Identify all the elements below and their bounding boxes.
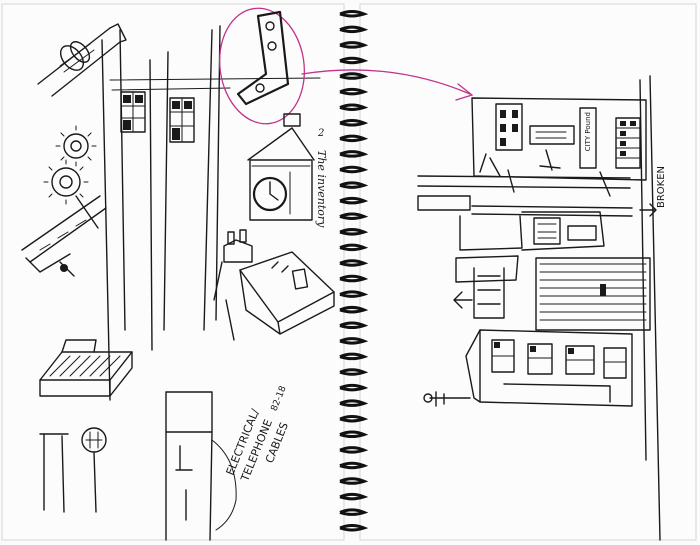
clock-tower-sketch bbox=[247, 113, 315, 221]
spiral-ring bbox=[339, 383, 369, 392]
spiral-ring bbox=[339, 134, 369, 143]
magnified-bracket-sketch bbox=[218, 7, 306, 125]
spiral-ring bbox=[339, 430, 369, 439]
spiral-ring bbox=[339, 461, 369, 470]
broken-label: BROKEN bbox=[656, 166, 667, 208]
spiral-ring bbox=[339, 119, 369, 127]
spiral-ring bbox=[339, 243, 369, 252]
spiral-ring bbox=[339, 492, 369, 501]
city-pound-sign: CITY Pound bbox=[584, 112, 592, 151]
spiral-ring bbox=[339, 72, 369, 80]
spiral-ring bbox=[339, 25, 369, 34]
diagonal-pipe-sketch bbox=[21, 195, 107, 277]
junction-box-sketch bbox=[165, 391, 237, 541]
spiral-ring bbox=[339, 305, 369, 314]
spiral-ring bbox=[339, 399, 369, 407]
wall-strokes-sketch bbox=[101, 25, 321, 401]
spiral-ring bbox=[339, 10, 369, 18]
vent-box-sketch bbox=[39, 339, 133, 397]
spiral-ring bbox=[339, 414, 369, 423]
spiral-ring bbox=[339, 274, 369, 283]
spiral-ring bbox=[339, 477, 369, 485]
spiral-ring bbox=[339, 524, 369, 532]
spiral-binding bbox=[339, 10, 369, 532]
spiral-ring bbox=[339, 165, 369, 174]
building-street-sketch: CITY Pound bbox=[417, 75, 661, 541]
spiral-ring bbox=[339, 321, 369, 330]
spiral-ring bbox=[339, 352, 369, 361]
spiral-ring bbox=[339, 103, 369, 111]
spiral-ring bbox=[339, 150, 369, 158]
spiral-ring bbox=[339, 290, 369, 298]
spiral-ring bbox=[339, 446, 369, 454]
gear-sketch-lower bbox=[43, 159, 99, 229]
spiral-ring bbox=[339, 196, 369, 205]
pink-pointer-arrow bbox=[301, 69, 474, 101]
annotation-number: 2 bbox=[317, 128, 324, 139]
spiral-ring bbox=[339, 56, 369, 65]
wall-window-left bbox=[120, 91, 146, 133]
spiral-ring bbox=[339, 337, 369, 345]
roof-chimney-sketch bbox=[213, 229, 335, 341]
pipe-fitting-sketch bbox=[37, 23, 127, 97]
spiral-ring bbox=[339, 41, 369, 49]
spiral-ring bbox=[339, 212, 369, 220]
wall-window-right bbox=[169, 97, 195, 143]
spiral-ring bbox=[339, 87, 369, 96]
spiral-ring bbox=[339, 228, 369, 236]
spiral-ring bbox=[339, 368, 369, 376]
bollard-sketch bbox=[39, 427, 107, 513]
spiral-ring bbox=[339, 259, 369, 267]
inventory-caption: The inventory bbox=[315, 150, 328, 228]
spiral-ring bbox=[339, 508, 369, 516]
left-page bbox=[1, 3, 345, 541]
spiral-ring bbox=[339, 181, 369, 189]
gear-sketch-upper bbox=[55, 125, 97, 167]
